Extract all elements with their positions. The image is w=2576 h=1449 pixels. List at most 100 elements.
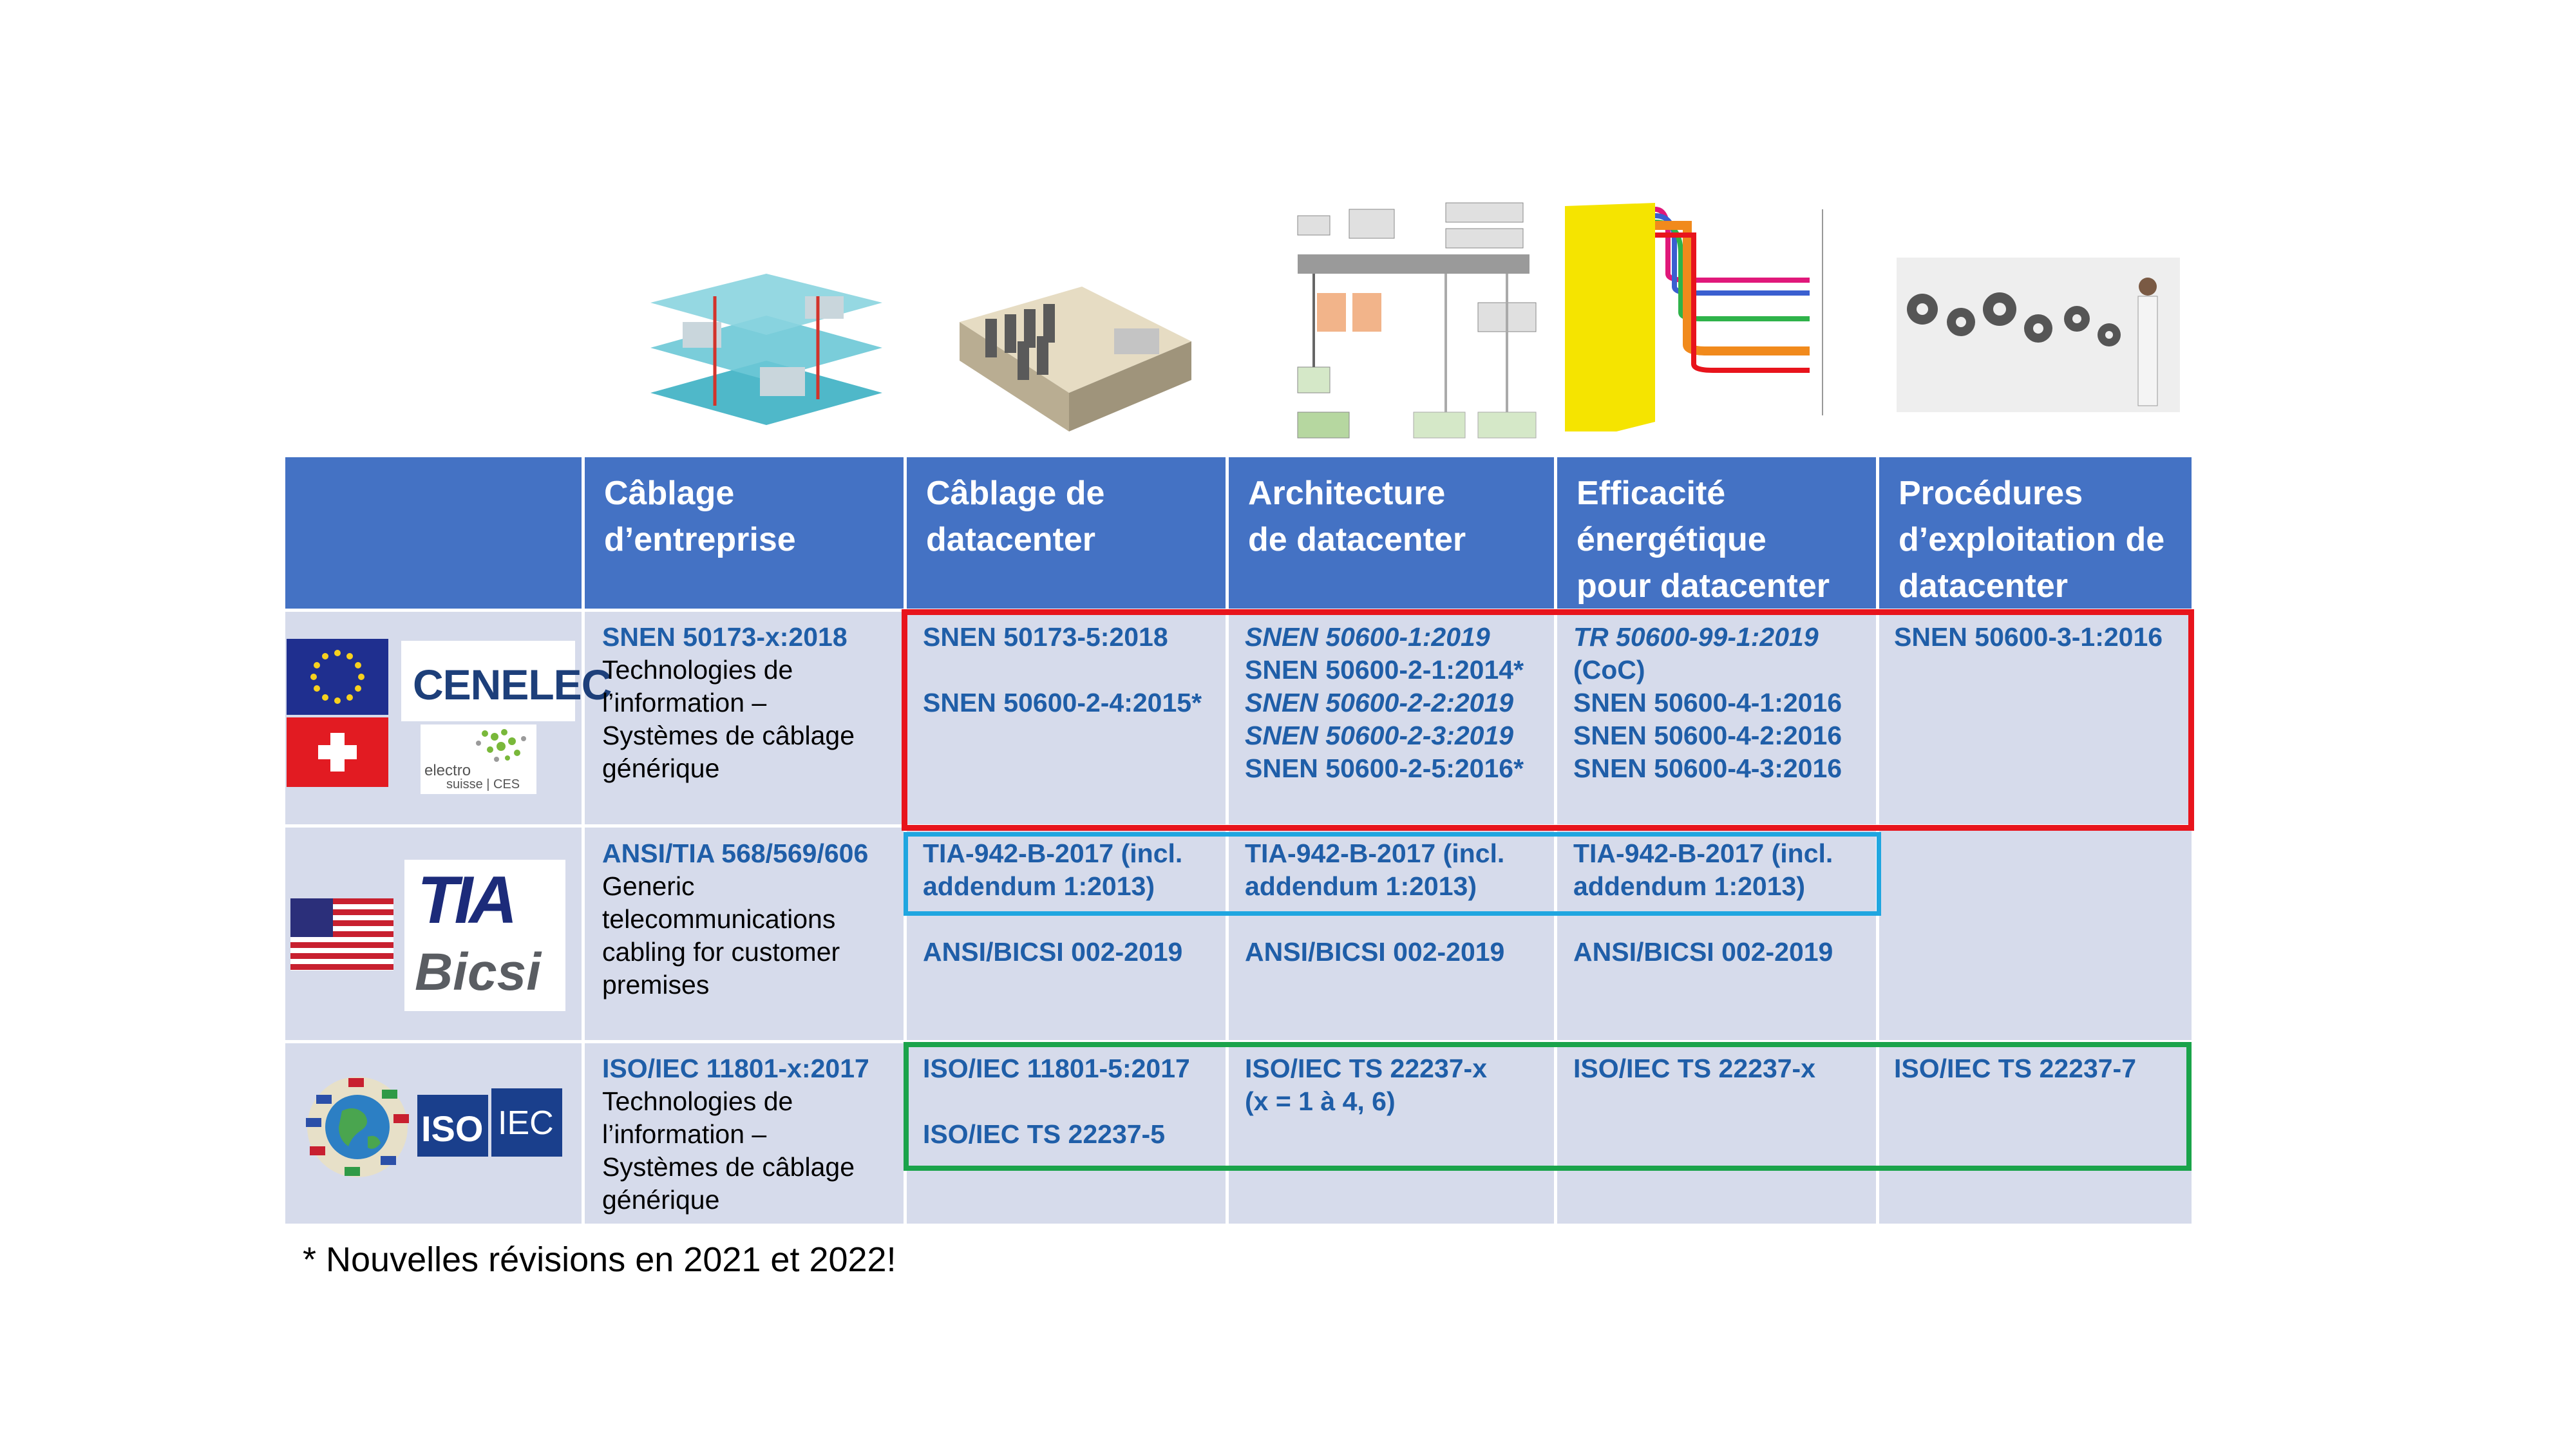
us-dc-architecture-cell: TIA-942-B-2017 (incl. addendum 1:2013) A… — [1245, 837, 1504, 969]
standard-ref: SNEN 50600-2-4:2015* — [923, 688, 1202, 717]
standard-ref: SNEN 50600-4-3:2016 — [1573, 753, 1842, 783]
gears-questions-illustration — [1897, 258, 2180, 412]
standard-ref: ISO/IEC TS 22237-7 — [1894, 1054, 2137, 1083]
intl-operations-cell: ISO/IEC TS 22237-7 — [1894, 1052, 2136, 1085]
intl-highlight-box — [904, 1042, 2192, 1171]
column-divider — [1226, 612, 1229, 1224]
standard-ref: ANSI/BICSI 002-2019 — [923, 937, 1183, 967]
electrosuisse-dots-icon — [476, 729, 526, 762]
standard-ref: TIA-942-B-2017 (incl. — [1573, 838, 1833, 868]
header-line: datacenter — [1899, 567, 2068, 605]
standard-ref: SNEN 50600-4-1:2016 — [1573, 688, 1842, 717]
standard-ref: ANSI/BICSI 002-2019 — [1245, 937, 1505, 967]
header-line: énergétique — [1577, 521, 1766, 558]
standard-desc: Systèmes de câblage — [602, 1152, 855, 1182]
globe-flags-icon — [306, 1077, 409, 1177]
header-line: Architecture — [1248, 475, 1446, 512]
electro-wordmark: electro — [424, 762, 471, 779]
us-dc-cabling-cell: TIA-942-B-2017 (incl. addendum 1:2013) A… — [923, 837, 1182, 969]
standard-ref: ISO/IEC TS 22237-x — [1573, 1054, 1816, 1083]
standard-ref: SNEN 50600-4-2:2016 — [1573, 721, 1842, 750]
standard-ref: addendum 1:2013) — [923, 871, 1155, 901]
column-divider — [582, 612, 585, 1224]
standard-ref: SNEN 50600-3-1:2016 — [1894, 622, 2163, 652]
header-line: pour datacenter — [1577, 567, 1830, 605]
header-line: Câblage de — [926, 475, 1105, 512]
standard-ref: ISO/IEC TS 22237-5 — [923, 1119, 1166, 1149]
standard-desc: générique — [602, 753, 720, 783]
standard-desc: telecommunications — [602, 904, 836, 934]
standard-desc: cabling for customer — [602, 937, 840, 967]
intl-energy-cell: ISO/IEC TS 22237-x — [1573, 1052, 1815, 1085]
header-enterprise-cabling: Câblage d’entreprise — [585, 457, 904, 609]
intl-enterprise-cell: ISO/IEC 11801-x:2017 Technologies de l’i… — [602, 1052, 869, 1217]
standard-ref: (x = 1 à 4, 6) — [1245, 1086, 1396, 1116]
cenelec-logo: CENELEC — [401, 641, 612, 721]
us-enterprise-cell: ANSI/TIA 568/569/606 Generic telecommuni… — [602, 837, 868, 1001]
standard-desc: l’information – — [602, 1119, 767, 1149]
datacenter-room-illustration — [960, 287, 1191, 431]
us-flag-icon — [290, 898, 393, 971]
header-operational-procedures: Procédures d’exploitation de datacenter — [1879, 457, 2192, 609]
tia-highlight-box — [904, 832, 1881, 916]
electrosuisse-logo: electro suisse | CES — [421, 724, 536, 794]
standard-ref: addendum 1:2013) — [1245, 871, 1477, 901]
header-line: datacenter — [926, 521, 1095, 558]
eu-operations-cell: SNEN 50600-3-1:2016 — [1894, 621, 2163, 654]
standard-desc: l’information – — [602, 688, 767, 717]
tia-wordmark: TIA — [417, 863, 518, 938]
column-divider — [1554, 612, 1557, 1224]
cenelec-wordmark: CENELEC — [413, 661, 612, 708]
standard-desc: Technologies de — [602, 655, 793, 685]
europe-highlight-box — [902, 609, 2194, 831]
standard-ref: ISO/IEC 11801-5:2017 — [923, 1054, 1190, 1083]
energy-efficiency-chart-illustration — [1558, 196, 1893, 435]
standard-ref: SNEN 50173-5:2018 — [923, 622, 1168, 652]
standard-ref: TIA-942-B-2017 (incl. — [923, 838, 1183, 868]
standard-ref: SNEN 50173-x:2018 — [602, 622, 848, 652]
suisse-wordmark: suisse | CES — [446, 777, 520, 791]
standard-ref: SNEN 50600-2-2:2019 — [1245, 688, 1514, 717]
header-energy-efficiency: Efficacité énergétique pour datacenter — [1557, 457, 1876, 609]
eu-enterprise-cell: SNEN 50173-x:2018 Technologies de l’info… — [602, 621, 855, 785]
standard-ref: addendum 1:2013) — [1573, 871, 1805, 901]
iso-logo: ISO — [417, 1095, 488, 1157]
standard-ref: ANSI/TIA 568/569/606 — [602, 838, 869, 868]
row-divider — [285, 1040, 2192, 1043]
standard-desc: Systèmes de câblage — [602, 721, 855, 750]
iso-wordmark: ISO — [421, 1108, 484, 1149]
eu-flag-icon — [287, 639, 388, 715]
standard-ref: TIA-942-B-2017 (incl. — [1245, 838, 1505, 868]
row-usa-bg — [285, 828, 2192, 1040]
electrical-architecture-diagram — [1278, 200, 1549, 444]
standard-desc: premises — [602, 970, 710, 999]
footnote: * Nouvelles révisions en 2021 et 2022! — [303, 1240, 896, 1279]
header-blank — [285, 457, 582, 609]
standard-ref: TR 50600-99-1:2019 — [1573, 622, 1819, 652]
eu-energy-cell: TR 50600-99-1:2019 (CoC) SNEN 50600-4-1:… — [1573, 621, 1842, 785]
eu-dc-cabling-cell: SNEN 50173-5:2018 SNEN 50600-2-4:2015* — [923, 621, 1202, 719]
standard-ref: SNEN 50600-1:2019 — [1245, 622, 1490, 652]
header-datacenter-architecture: Architecture de datacenter — [1229, 457, 1554, 609]
column-divider — [904, 612, 907, 1224]
standard-ref: SNEN 50600-2-3:2019 — [1245, 721, 1514, 750]
tia-bicsi-logo: TIA Bicsi — [404, 860, 565, 1011]
eu-dc-architecture-cell: SNEN 50600-1:2019 SNEN 50600-2-1:2014* S… — [1245, 621, 1524, 785]
bicsi-wordmark: Bicsi — [415, 943, 541, 1001]
header-line: de datacenter — [1248, 521, 1466, 558]
header-line: d’exploitation de — [1899, 521, 2165, 558]
header-datacenter-cabling: Câblage de datacenter — [907, 457, 1226, 609]
enterprise-building-illustration — [650, 274, 882, 425]
us-energy-cell: TIA-942-B-2017 (incl. addendum 1:2013) A… — [1573, 837, 1833, 969]
standard-ref: SNEN 50600-2-1:2014* — [1245, 655, 1524, 685]
row-intl-bg — [285, 1043, 2192, 1224]
standard-desc: Generic — [602, 871, 695, 901]
standards-table: Câblage d’entreprise Câblage de datacent… — [285, 457, 2194, 1224]
intl-dc-architecture-cell: ISO/IEC TS 22237-x (x = 1 à 4, 6) — [1245, 1052, 1487, 1118]
iec-logo: IEC — [491, 1088, 562, 1157]
header-line: Procédures — [1899, 475, 2083, 512]
intl-dc-cabling-cell: ISO/IEC 11801-5:2017 ISO/IEC TS 22237-5 — [923, 1052, 1190, 1151]
iec-wordmark: IEC — [498, 1104, 554, 1142]
standard-desc: générique — [602, 1185, 720, 1215]
header-line: d’entreprise — [604, 521, 796, 558]
